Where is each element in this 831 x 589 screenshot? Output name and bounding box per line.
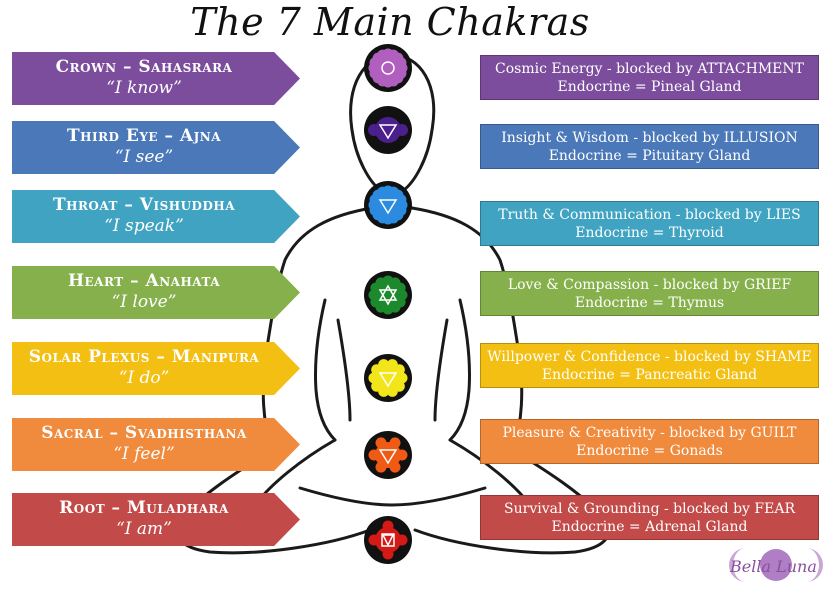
chakra-endocrine-line: Endocrine = Pituitary Gland: [548, 148, 751, 164]
heart-chakra-icon: [364, 271, 412, 319]
chakra-endocrine-line: Endocrine = Thymus: [574, 295, 725, 311]
chakra-name: Crown – Sahasrara: [55, 57, 233, 77]
chakra-mantra: “I am”: [116, 519, 172, 539]
chakra-info-box-5: Willpower & Confidence - blocked by SHAM…: [480, 343, 819, 388]
solar-plexus-chakra-icon: [364, 354, 412, 402]
chakra-label-1: Crown – Sahasrara“I know”: [12, 52, 300, 105]
chakra-label-4: Heart – Anahata“I love”: [12, 266, 300, 319]
chakra-endocrine-line: Endocrine = Pineal Gland: [557, 79, 742, 95]
chakra-info-line: Cosmic Energy - blocked by ATTACHMENT: [495, 61, 804, 77]
chakra-info-line: Willpower & Confidence - blocked by SHAM…: [487, 349, 812, 365]
throat-chakra-icon: [364, 181, 412, 229]
chakra-mantra: “I see”: [114, 147, 174, 167]
chakra-label-2: Third Eye – Ajna“I see”: [12, 121, 300, 174]
chakra-name: Throat – Vishuddha: [52, 195, 236, 215]
watermark-text: Bella Luna: [730, 557, 817, 576]
chakra-endocrine-line: Endocrine = Adrenal Gland: [551, 519, 748, 535]
chakra-name: Root – Muladhara: [59, 498, 229, 518]
chakra-label-6: Sacral – Svadhisthana“I feel”: [12, 418, 300, 471]
chakra-info-box-6: Pleasure & Creativity - blocked by GUILT…: [480, 419, 819, 464]
chakra-info-box-1: Cosmic Energy - blocked by ATTACHMENT End…: [480, 55, 819, 100]
chakra-name: Solar Plexus – Manipura: [28, 347, 260, 367]
chakra-info-line: Pleasure & Creativity - blocked by GUILT: [502, 425, 797, 441]
chakra-info-box-7: Survival & Grounding - blocked by FEAR En…: [480, 495, 819, 540]
moon-logo-icon: [729, 548, 823, 582]
chakra-label-7: Root – Muladhara“I am”: [12, 493, 300, 546]
chakra-mantra: “I know”: [106, 78, 182, 98]
root-chakra-icon: [364, 516, 412, 564]
page-title: The 7 Main Chakras: [190, 0, 590, 44]
chakra-info-line: Survival & Grounding - blocked by FEAR: [504, 501, 795, 517]
chakra-endocrine-line: Endocrine = Pancreatic Gland: [541, 367, 758, 383]
third-eye-chakra-icon: [364, 106, 412, 154]
chakra-mantra: “I love”: [111, 292, 177, 312]
chakra-mantra: “I feel”: [113, 444, 175, 464]
chakra-label-5: Solar Plexus – Manipura“I do”: [12, 342, 300, 395]
sacral-chakra-icon: [364, 431, 412, 479]
chakra-info-line: Insight & Wisdom - blocked by ILLUSION: [501, 130, 798, 146]
chakra-info-box-3: Truth & Communication - blocked by LIES E…: [480, 201, 819, 246]
chakra-endocrine-line: Endocrine = Thyroid: [575, 225, 724, 241]
chakra-info-line: Love & Compassion - blocked by GRIEF: [507, 277, 792, 293]
chakra-info-box-4: Love & Compassion - blocked by GRIEF Endo…: [480, 271, 819, 316]
chakra-name: Third Eye – Ajna: [66, 126, 222, 146]
chakra-endocrine-line: Endocrine = Gonads: [576, 443, 723, 459]
chakra-mantra: “I speak”: [104, 216, 184, 236]
chakra-info-line: Truth & Communication - blocked by LIES: [498, 207, 801, 223]
chakra-label-3: Throat – Vishuddha“I speak”: [12, 190, 300, 243]
chakra-name: Sacral – Svadhisthana: [41, 423, 247, 443]
chakra-mantra: “I do”: [118, 368, 170, 388]
crown-chakra-icon: [364, 44, 412, 92]
chakra-name: Heart – Anahata: [67, 271, 221, 291]
chakra-info-box-2: Insight & Wisdom - blocked by ILLUSION En…: [480, 124, 819, 169]
